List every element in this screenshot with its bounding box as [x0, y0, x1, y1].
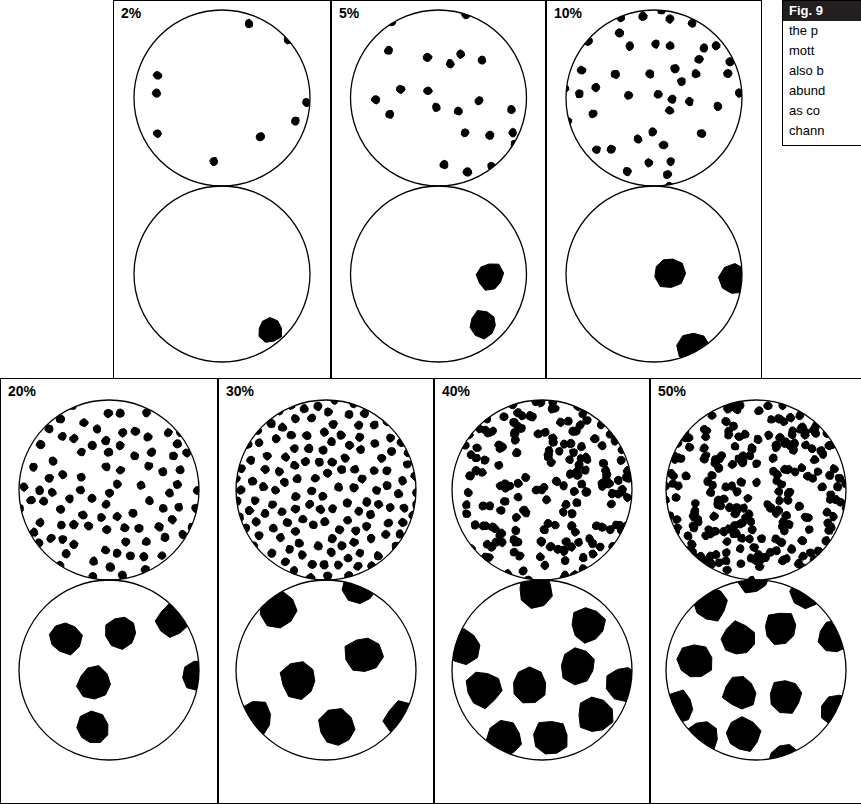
sample-circle: [134, 186, 310, 362]
abundance-panel: 5%: [331, 0, 546, 379]
sample-circle: [666, 580, 846, 760]
abundance-panel: 20%: [0, 378, 218, 804]
fine-mottles: [372, 10, 520, 176]
sample-circle: [452, 400, 632, 580]
percent-label: 20%: [8, 383, 36, 399]
caption-box: Fig. 9the pmottalso babundas cochann: [782, 0, 861, 146]
sample-circle: [19, 400, 199, 580]
fine-mottles: [661, 400, 850, 585]
percent-label: 40%: [442, 383, 470, 399]
abundance-panel: 10%: [546, 0, 762, 379]
sample-circle: [666, 400, 846, 580]
coarse-mottles: [661, 561, 854, 776]
caption-text: mott: [783, 41, 861, 61]
coarse-mottles: [470, 264, 504, 339]
fine-mottles: [152, 19, 310, 166]
abundance-panel: 40%: [434, 378, 650, 804]
figure-number: Fig. 9: [783, 1, 861, 21]
sample-circle: [566, 186, 742, 362]
coarse-mottles: [443, 570, 641, 757]
sample-circle: [566, 10, 742, 186]
fine-mottles: [232, 397, 421, 582]
caption-text: chann: [783, 121, 861, 141]
sample-circle: [452, 580, 632, 760]
caption-text: also b: [783, 61, 861, 81]
sample-circle: [134, 10, 310, 186]
caption-text: abund: [783, 81, 861, 101]
percent-label: 10%: [554, 5, 582, 21]
abundance-panel: 50%: [650, 378, 861, 804]
sample-circle: [19, 580, 199, 760]
abundance-panel: 2%: [113, 0, 331, 379]
sample-circle: [236, 580, 416, 760]
caption-text: as co: [783, 101, 861, 121]
percent-label: 2%: [121, 5, 141, 21]
coarse-mottles: [49, 603, 214, 742]
caption-text: the p: [783, 21, 861, 41]
percent-label: 5%: [339, 5, 359, 21]
sample-circle: [351, 186, 527, 362]
abundance-panel: 30%: [218, 378, 434, 804]
percent-label: 30%: [226, 383, 254, 399]
sample-circle: [236, 400, 416, 580]
percent-label: 50%: [658, 383, 686, 399]
sample-circle: [351, 10, 527, 186]
fine-mottles: [461, 398, 633, 585]
coarse-mottles: [259, 318, 282, 343]
coarse-mottles: [237, 570, 421, 746]
fine-mottles: [560, 6, 743, 191]
